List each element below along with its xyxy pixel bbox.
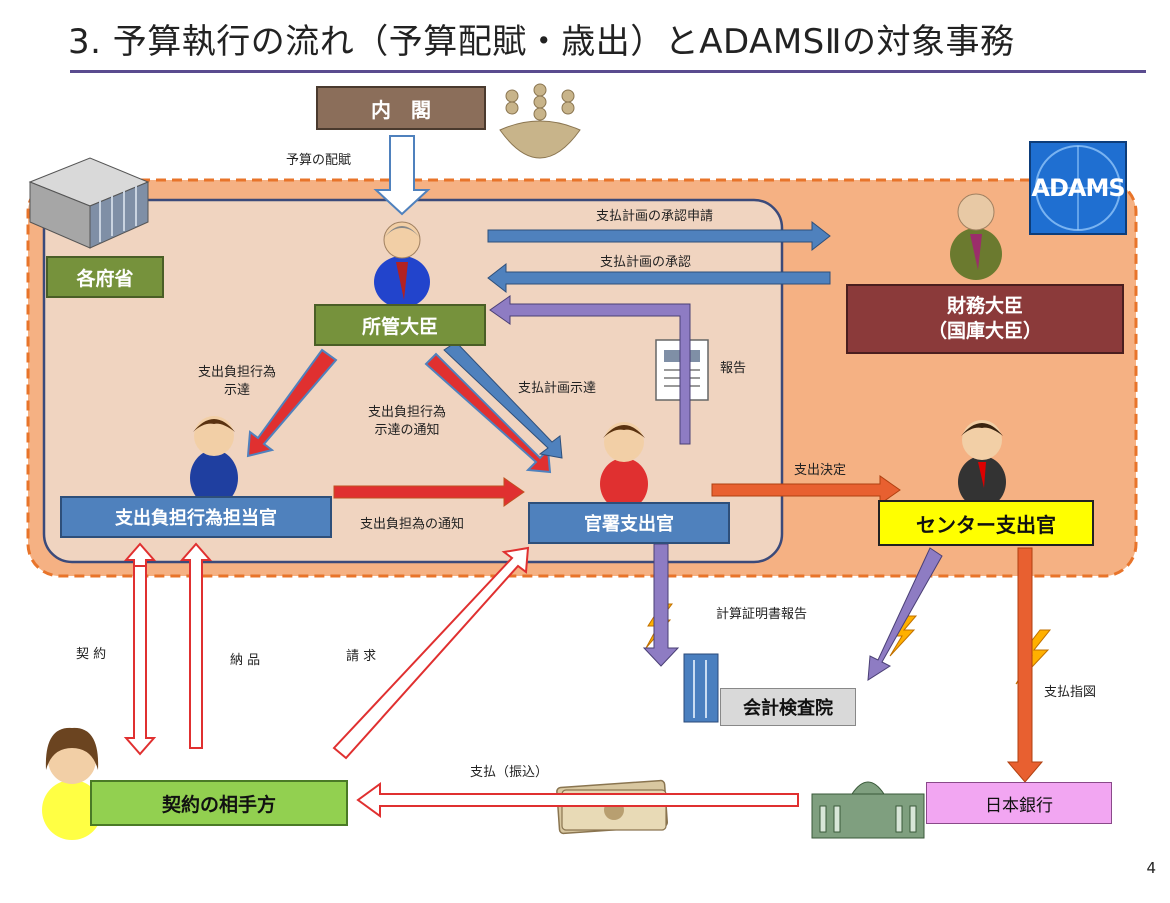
payment-transfer-label: 支払（振込） xyxy=(470,765,549,780)
budget-allocation-arrow xyxy=(373,135,431,216)
title-divider xyxy=(70,70,1146,73)
obligation-notice-line2: 示達 xyxy=(224,382,251,398)
obligation-notice-line1: 支出負担行為 xyxy=(198,365,277,380)
boj-box: 日本銀行 xyxy=(926,782,1112,824)
report-arrow xyxy=(489,295,691,445)
payment-order-label: 支払指図 xyxy=(1044,685,1097,700)
obligation-notice-arrow xyxy=(246,348,338,458)
building-icon xyxy=(28,157,150,249)
payment-transfer-arrow xyxy=(356,782,799,818)
disbursing-officer-person-icon xyxy=(600,422,648,510)
obligation-officer-box: 支出負担行為担当官 xyxy=(60,496,332,538)
contractor-person-icon xyxy=(42,727,102,840)
approval-arrow xyxy=(487,262,831,294)
expenditure-decision-label: 支出決定 xyxy=(794,463,847,478)
obligation-officer-person-icon xyxy=(190,416,238,506)
audit-board-box: 会計検査院 xyxy=(720,688,856,726)
delivery-label: 納 品 xyxy=(230,653,261,668)
center-report-arrow xyxy=(867,547,943,681)
center-officer-person-icon xyxy=(958,420,1006,508)
obligation-notify-notice-arrow xyxy=(424,352,552,474)
budget-allocation-label: 予算の配賦 xyxy=(286,153,352,168)
contract-label: 契 約 xyxy=(76,647,107,662)
page-title: 3. 予算執行の流れ（予算配賦・歳出）とADAMSⅡの対象事務 xyxy=(68,22,1015,62)
audit-board-building-icon xyxy=(683,653,719,723)
contractor-box: 契約の相手方 xyxy=(90,780,348,826)
ministries-box: 各府省 xyxy=(46,256,164,298)
obligation-notify-label: 支出負担為の通知 xyxy=(360,517,465,532)
adams-logo-icon xyxy=(1029,141,1127,235)
plan-approval-request-label: 支払計画の承認申請 xyxy=(596,209,714,224)
cabinet-box: 内 閣 xyxy=(316,86,486,130)
finance-minister-box: 財務大臣 （国庫大臣） xyxy=(846,284,1124,354)
invoice-arrow xyxy=(332,546,530,760)
adams-logo-text: ADAMS xyxy=(1031,174,1125,202)
obligation-notify-arrow xyxy=(333,477,525,507)
delivery-arrow xyxy=(179,542,213,749)
finance-minister-line2: （国庫大臣） xyxy=(927,320,1042,342)
obligation-notice-notify-line2: 示達の通知 xyxy=(374,422,440,438)
plan-notice-arrow xyxy=(443,341,563,459)
page-number: 4 xyxy=(1146,859,1156,877)
calc-certificate-label: 計算証明書報告 xyxy=(716,607,808,622)
contract-arrow xyxy=(123,559,157,756)
minister-person-icon xyxy=(374,221,430,308)
plan-approval-label: 支払計画の承認 xyxy=(600,255,692,270)
invoice-label: 請 求 xyxy=(346,649,377,664)
disbursing-officer-box: 官署支出官 xyxy=(528,502,730,544)
calc-certificate-arrow xyxy=(642,543,680,667)
finance-minister-line1: 財務大臣 xyxy=(946,295,1023,318)
payment-order-arrow xyxy=(1006,547,1044,783)
obligation-notice-notify-label: 支出負担行為 示達の通知 xyxy=(368,404,446,439)
minister-box: 所管大臣 xyxy=(314,304,486,346)
center-officer-box: センター支出官 xyxy=(878,500,1094,546)
plan-notice-label: 支払計画示達 xyxy=(518,381,597,396)
report-label: 報告 xyxy=(720,361,747,376)
finance-minister-person-icon xyxy=(950,193,1002,280)
obligation-notice-label: 支出負担行為 示達 xyxy=(198,364,276,399)
expenditure-decision-arrow xyxy=(711,475,901,505)
contract-up-arrow xyxy=(123,542,157,567)
approval-request-arrow xyxy=(487,220,831,252)
paulownia-crest-icon xyxy=(499,83,581,159)
obligation-notice-notify-line1: 支出負担行為 xyxy=(368,405,447,420)
boj-building-icon xyxy=(811,781,925,839)
